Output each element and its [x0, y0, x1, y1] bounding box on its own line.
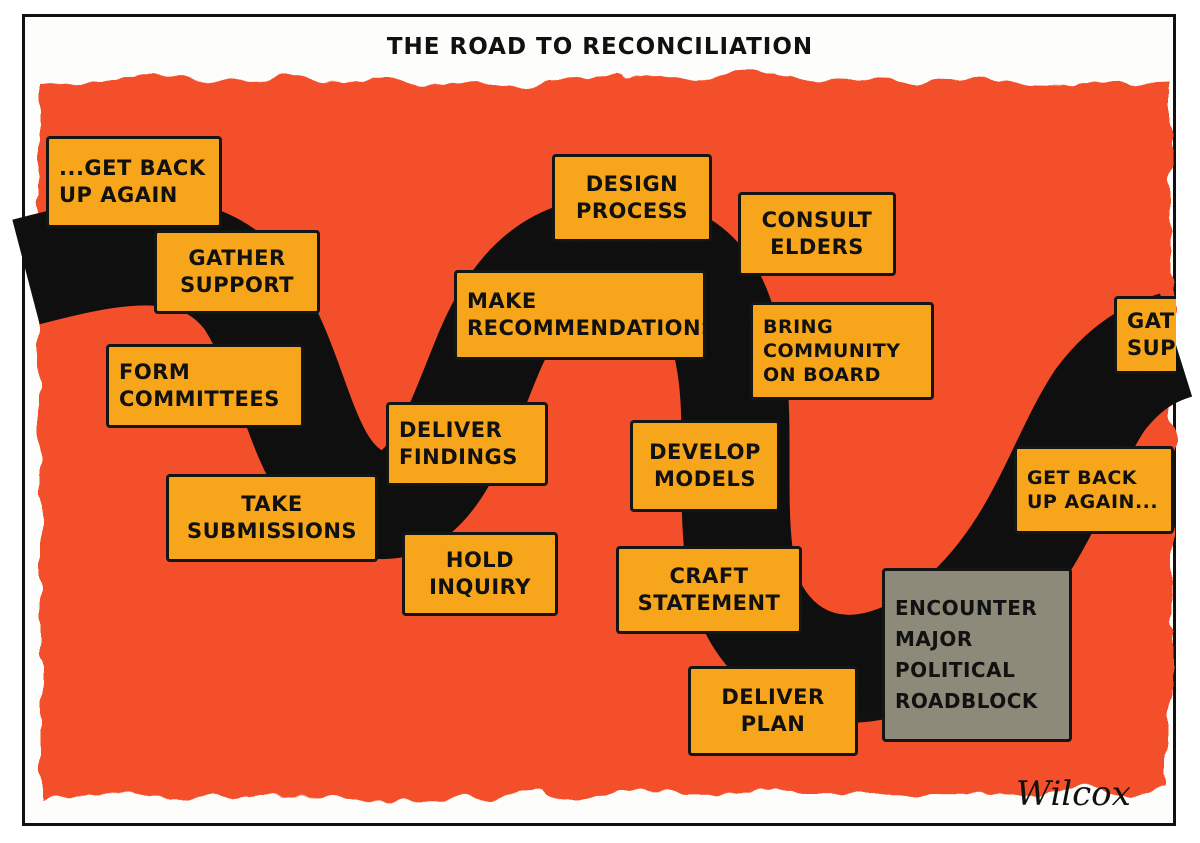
sign-line: DEVELOP: [649, 440, 761, 465]
sign-line: POLITICAL: [895, 658, 1016, 682]
sign-line: UP AGAIN...: [1027, 491, 1159, 513]
sign-line: ON BOARD: [763, 364, 881, 387]
sign-bring-community-on-board: BRING COMMUNITY ON BOARD: [750, 302, 934, 400]
sign-line: TAKE: [241, 492, 303, 517]
sign-line: ELDERS: [770, 235, 864, 259]
sign-take-submissions: TAKE SUBMISSIONS: [166, 474, 378, 562]
sign-line: GET BACK: [1027, 466, 1138, 489]
sign-line: MODELS: [653, 467, 757, 491]
cartoon-title: THE ROAD TO RECONCILIATION: [386, 34, 814, 60]
sign-line: ENCOUNTER: [895, 596, 1038, 620]
sign-get-back-up-again-start: ...GET BACK UP AGAIN: [46, 136, 222, 228]
sign-line: PLAN: [740, 712, 806, 736]
sign-gather-support-partial: GATH SUP: [1114, 296, 1176, 374]
sign-line: MAJOR: [895, 627, 973, 651]
sign-line: DELIVER: [399, 418, 503, 443]
sign-encounter-major-political-roadblock: ENCOUNTER MAJOR POLITICAL ROADBLOCK: [882, 568, 1072, 742]
sign-line: STATEMENT: [637, 591, 781, 615]
sign-deliver-findings: DELIVER FINDINGS: [386, 402, 548, 486]
sign-line: CRAFT: [669, 564, 749, 589]
sign-line: GATH: [1127, 309, 1176, 334]
sign-line: BRING: [763, 315, 834, 338]
sign-craft-statement: CRAFT STATEMENT: [616, 546, 802, 634]
sign-line: SUP: [1127, 336, 1176, 360]
sign-develop-models: DEVELOP MODELS: [630, 420, 780, 512]
sign-line: DESIGN: [585, 172, 679, 197]
sign-line: COMMUNITY: [763, 339, 901, 362]
sign-line: HOLD: [445, 548, 515, 573]
sign-line: COMMITTEES: [119, 387, 280, 411]
sign-line: FINDINGS: [399, 445, 518, 469]
sign-line: RECOMMENDATIONS: [467, 316, 706, 340]
sign-consult-elders: CONSULT ELDERS: [738, 192, 896, 276]
sign-line: ...GET BACK: [59, 156, 206, 181]
sign-line: SUBMISSIONS: [186, 519, 358, 543]
sign-design-process: DESIGN PROCESS: [552, 154, 712, 242]
sign-line: MAKE: [467, 289, 537, 314]
sign-form-committees: FORM COMMITTEES: [106, 344, 304, 428]
sign-line: INQUIRY: [429, 575, 531, 599]
sign-gather-support: GATHER SUPPORT: [154, 230, 320, 314]
sign-make-recommendations: MAKE RECOMMENDATIONS: [454, 270, 706, 360]
sign-line: GATHER: [188, 246, 286, 271]
sign-line: PROCESS: [576, 199, 688, 223]
sign-line: FORM: [119, 360, 191, 385]
sign-line: UP AGAIN: [59, 183, 178, 207]
sign-get-back-up-again-end: GET BACK UP AGAIN...: [1014, 446, 1174, 534]
sign-deliver-plan: DELIVER PLAN: [688, 666, 858, 756]
sign-line: DELIVER: [721, 685, 825, 710]
artist-signature: Wilcox: [1016, 774, 1131, 814]
sign-line: CONSULT: [761, 208, 873, 233]
sign-hold-inquiry: HOLD INQUIRY: [402, 532, 558, 616]
sign-line: SUPPORT: [180, 273, 294, 297]
sign-line: ROADBLOCK: [895, 689, 1038, 713]
